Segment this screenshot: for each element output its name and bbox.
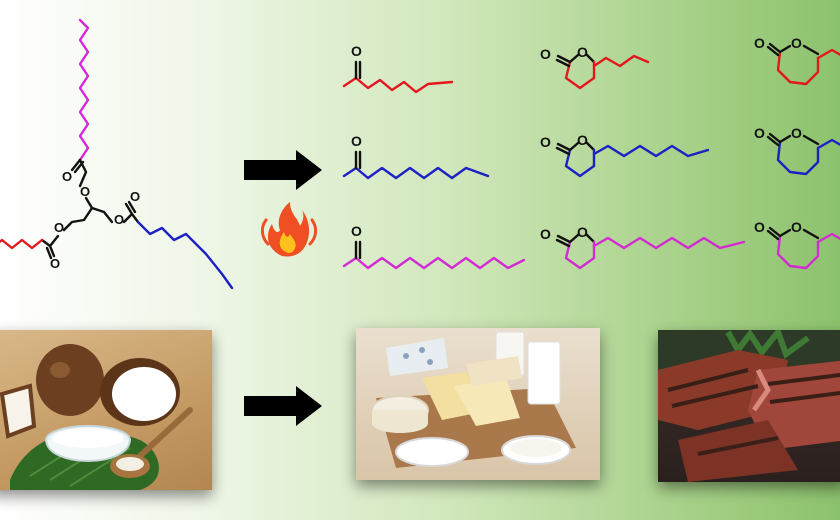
delta-lactone-c10: O O xyxy=(754,125,840,176)
gamma-lactone-c8: O O xyxy=(540,44,650,90)
lauric-chain xyxy=(78,18,90,162)
gamma-lactone-c12: O O xyxy=(540,224,746,270)
right-arrow-icon xyxy=(244,150,322,190)
ester-oxygen-label: O xyxy=(791,35,802,51)
ester-oxygen-label: O xyxy=(577,224,588,240)
triglyceride-structure: O O O O O O xyxy=(0,18,234,290)
carbonyl-oxygen-label: O xyxy=(130,189,140,204)
carbonyl-oxygen-label: O xyxy=(754,35,765,51)
capric-chain xyxy=(136,220,234,290)
grilled-steak-photo xyxy=(658,330,840,482)
coconut-oil-photo xyxy=(0,330,212,490)
delta-lactone-c8: O O xyxy=(754,35,840,86)
carbonyl-oxygen-label: O xyxy=(754,125,765,141)
ester-oxygen-label: O xyxy=(577,44,588,60)
carbonyl-oxygen-label: O xyxy=(540,226,551,242)
ester-oxygen-label: O xyxy=(791,219,802,235)
methyl-ketone-c11: O xyxy=(342,223,526,270)
carbonyl-oxygen-label: O xyxy=(351,223,362,239)
ester-oxygen-label: O xyxy=(114,212,124,227)
right-arrow-icon xyxy=(244,386,322,426)
carbonyl-oxygen-label: O xyxy=(50,256,60,271)
methyl-ketone-c7: O xyxy=(342,43,454,94)
ester-oxygen-label: O xyxy=(791,125,802,141)
ester-oxygen-label: O xyxy=(577,132,588,148)
carbonyl-oxygen-label: O xyxy=(754,219,765,235)
delta-lactone-c12: O O xyxy=(754,219,840,270)
carbonyl-oxygen-label: O xyxy=(62,169,72,184)
carbonyl-oxygen-label: O xyxy=(351,43,362,59)
fire-icon xyxy=(260,202,318,257)
carbonyl-oxygen-label: O xyxy=(540,134,551,150)
carbonyl-oxygen-label: O xyxy=(351,133,362,149)
carbonyl-oxygen-label: O xyxy=(540,46,551,62)
gamma-lactone-c10: O O xyxy=(540,132,710,178)
methyl-ketone-c9: O xyxy=(342,133,490,180)
reaction-arrow xyxy=(244,150,322,190)
caprylic-chain xyxy=(0,238,44,250)
ester-oxygen-label: O xyxy=(54,220,64,235)
dairy-products-photo xyxy=(356,328,600,480)
ester-oxygen-label: O xyxy=(80,184,90,199)
